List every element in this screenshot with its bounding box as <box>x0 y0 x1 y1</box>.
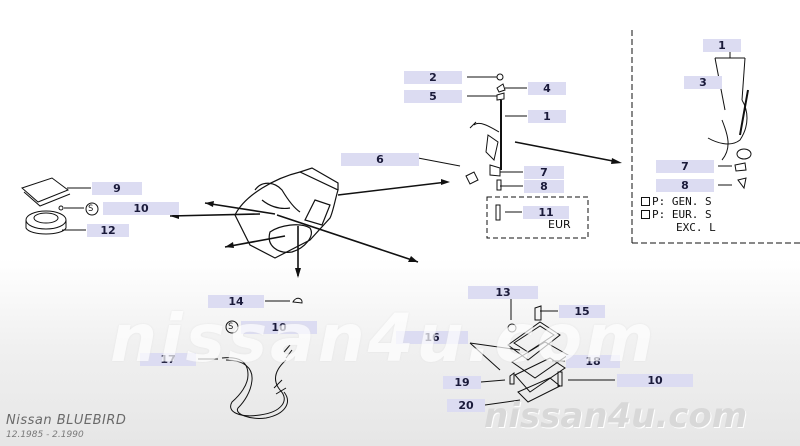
antenna-feeder-harness <box>221 297 303 419</box>
callout-19[interactable]: 19 <box>443 376 481 389</box>
eur-option-label: EUR <box>548 218 571 231</box>
callout-14[interactable]: 14 <box>208 295 264 308</box>
callout-13[interactable]: 13 <box>468 286 538 299</box>
callout-20[interactable]: 20 <box>447 399 485 412</box>
callout-5[interactable]: 5 <box>404 90 462 103</box>
callout-1-right[interactable]: 1 <box>703 39 741 52</box>
callout-8-right[interactable]: 8 <box>656 179 714 192</box>
callout-16[interactable]: 16 <box>396 331 468 344</box>
s-mark-speaker: S <box>88 204 94 214</box>
watermark-small: nissan4u.com <box>484 396 748 436</box>
callout-10-bottom[interactable]: 10 <box>617 374 693 387</box>
vehicle-model-title: Nissan BLUEBIRD <box>6 413 127 428</box>
callout-1-mid[interactable]: 1 <box>528 110 566 123</box>
callout-4[interactable]: 4 <box>528 82 566 95</box>
watermark-large: nissan4u.com <box>110 300 657 377</box>
callout-18[interactable]: 18 <box>566 355 620 368</box>
antenna-base-assembly <box>507 305 569 403</box>
s-symbol-harness <box>225 320 239 334</box>
callout-12[interactable]: 12 <box>87 224 129 237</box>
callout-10-lower[interactable]: 10 <box>241 321 317 334</box>
callout-7-mid[interactable]: 7 <box>524 166 564 179</box>
callout-11[interactable]: 11 <box>523 206 569 219</box>
speaker-assembly <box>21 177 71 235</box>
eur-option-box <box>486 196 589 239</box>
callout-7-right[interactable]: 7 <box>656 160 714 173</box>
spec-note-eur: P: EUR. S <box>641 208 712 221</box>
callout-10-left[interactable]: 10 <box>103 202 179 215</box>
callout-2[interactable]: 2 <box>404 71 462 84</box>
callout-6[interactable]: 6 <box>341 153 419 166</box>
callout-3[interactable]: 3 <box>684 76 722 89</box>
s-mark-harness: S <box>228 322 234 332</box>
spec-note-gen: P: GEN. S <box>641 195 712 208</box>
s-symbol-speaker <box>85 202 99 216</box>
alt-antenna-assembly <box>707 89 752 190</box>
callout-9[interactable]: 9 <box>92 182 142 195</box>
car-rear-sketch <box>234 167 339 259</box>
callout-8-mid[interactable]: 8 <box>524 180 564 193</box>
antenna-assembly <box>465 73 506 221</box>
production-date-range: 12.1985 - 2.1990 <box>6 430 84 440</box>
spec-note-exc: EXC. L <box>676 221 716 234</box>
callout-15[interactable]: 15 <box>559 305 605 318</box>
callout-17[interactable]: 17 <box>140 353 196 366</box>
